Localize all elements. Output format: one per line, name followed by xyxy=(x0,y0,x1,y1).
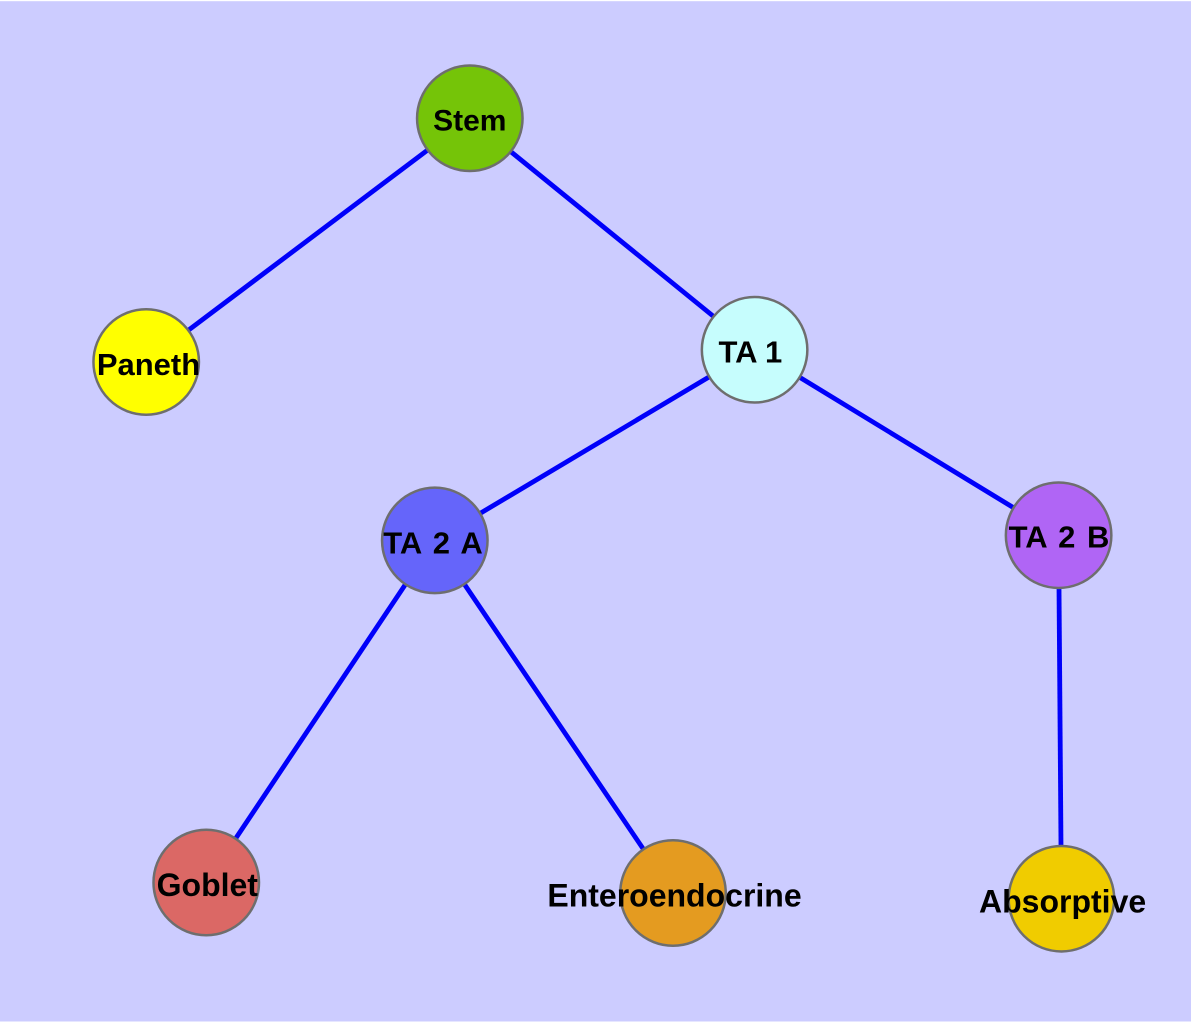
svg-text:Stem: Stem xyxy=(433,105,506,138)
svg-text:TA 2 B: TA 2 B xyxy=(1009,520,1110,555)
svg-text:Enteroendocrine: Enteroendocrine xyxy=(547,877,801,913)
svg-text:Paneth: Paneth xyxy=(97,347,200,382)
svg-text:Goblet: Goblet xyxy=(157,867,259,903)
svg-text:Absorptive: Absorptive xyxy=(979,883,1146,919)
svg-text:TA 1: TA 1 xyxy=(719,335,783,370)
svg-text:TA 2 A: TA 2 A xyxy=(383,525,483,560)
